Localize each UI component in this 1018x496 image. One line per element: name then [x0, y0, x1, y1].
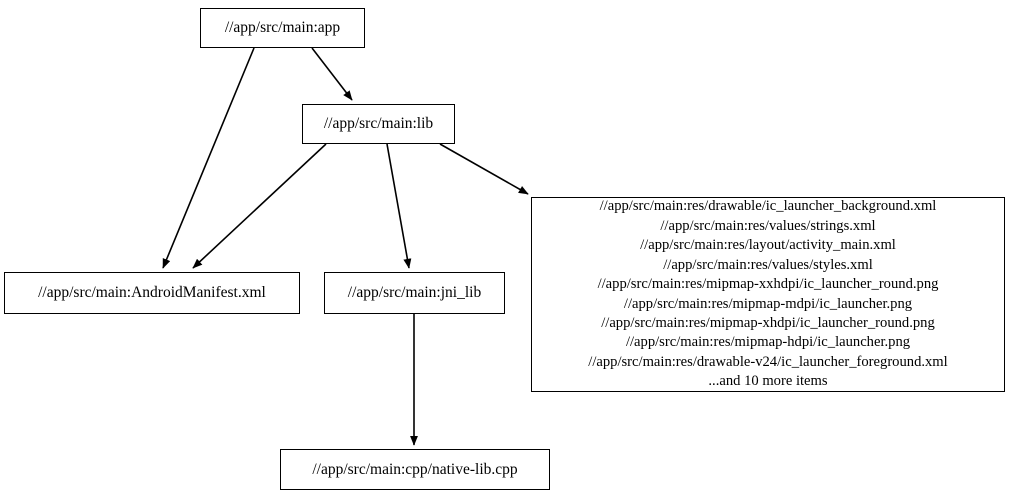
node-resources-label: //app/src/main:res/drawable/ic_launcher_…	[588, 198, 948, 390]
node-lib-label: //app/src/main:lib	[323, 115, 434, 133]
node-lib[interactable]: //app/src/main:lib	[302, 104, 455, 144]
edge-lib-to-resources	[439, 143, 529, 195]
node-native-lib[interactable]: //app/src/main:cpp/native-lib.cpp	[280, 449, 550, 490]
node-app[interactable]: //app/src/main:app	[200, 8, 365, 48]
node-native-lib-label: //app/src/main:cpp/native-lib.cpp	[312, 460, 518, 478]
edge-app-to-manifest	[162, 47, 255, 269]
node-app-label: //app/src/main:app	[224, 19, 341, 37]
node-android-manifest-label: //app/src/main:AndroidManifest.xml	[38, 284, 266, 302]
node-jni-lib-label: //app/src/main:jni_lib	[347, 284, 482, 302]
node-resources[interactable]: //app/src/main:res/drawable/ic_launcher_…	[531, 197, 1005, 392]
edge-lib-to-jni-lib	[386, 143, 412, 269]
node-android-manifest[interactable]: //app/src/main:AndroidManifest.xml	[4, 272, 300, 314]
edge-app-to-lib	[311, 47, 353, 101]
edge-lib-to-manifest	[192, 143, 327, 269]
node-jni-lib[interactable]: //app/src/main:jni_lib	[324, 272, 505, 314]
